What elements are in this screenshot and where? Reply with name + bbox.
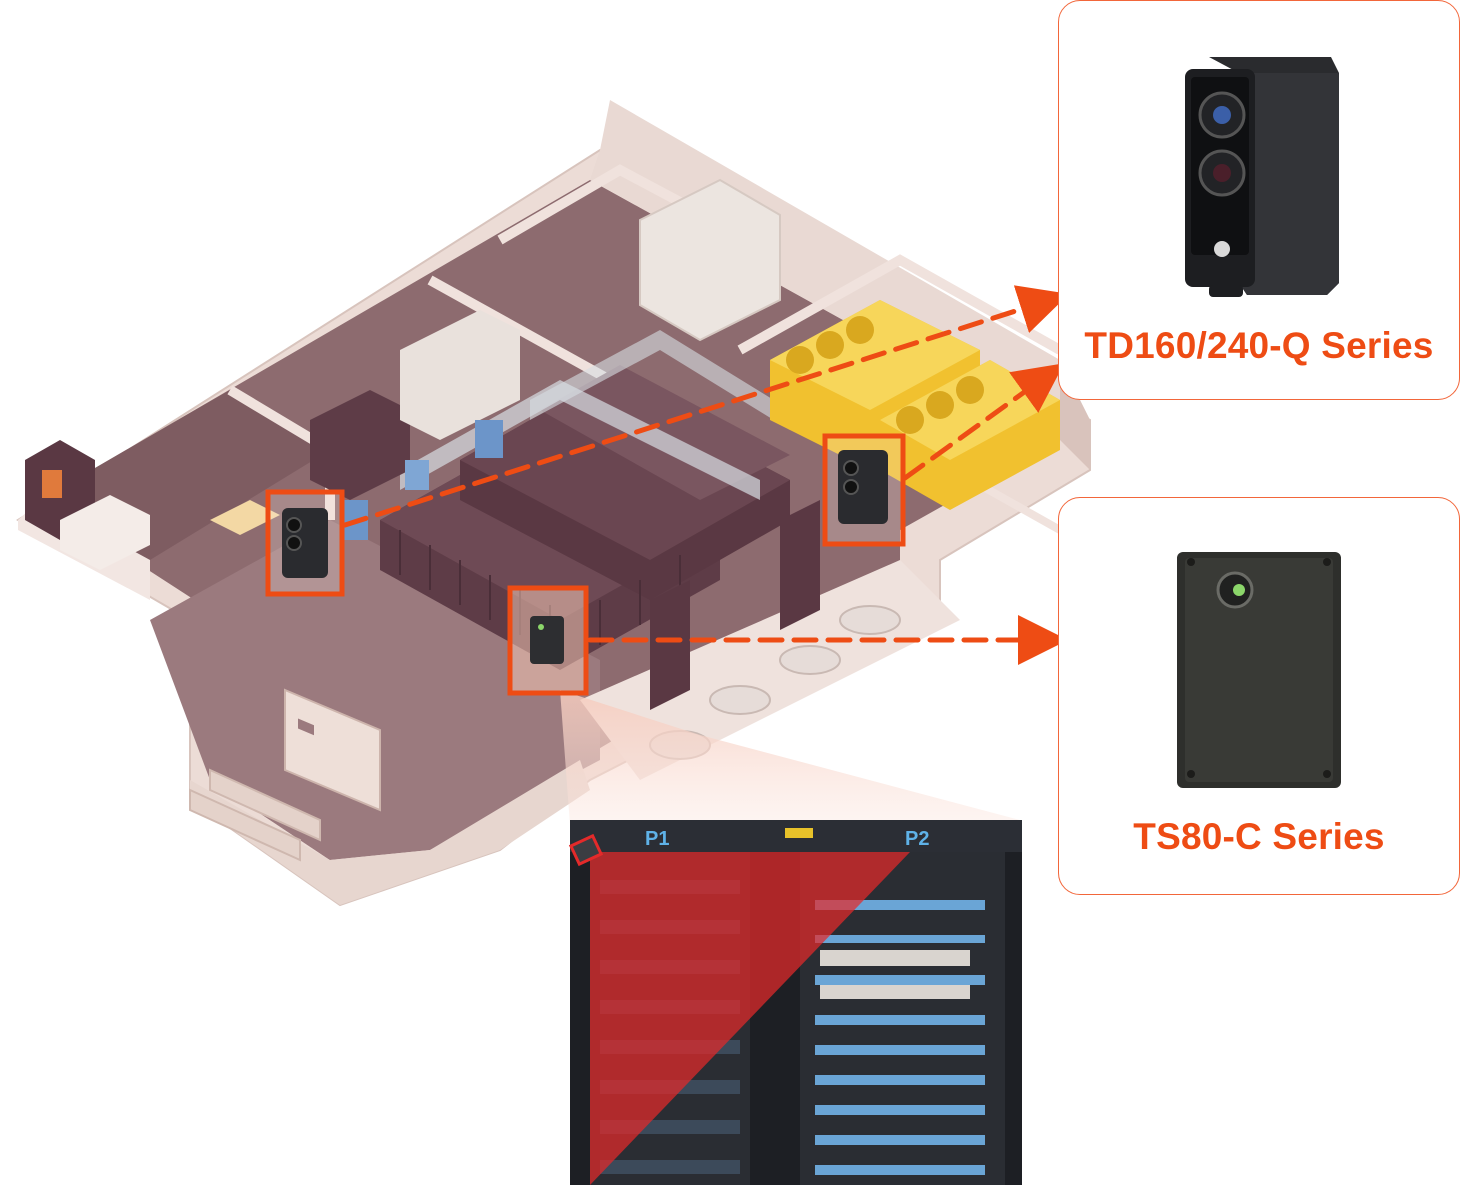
dual-lens-sensor-icon: [1185, 57, 1339, 297]
arrow-left-to-td: [342, 285, 1070, 528]
arrow-right-to-td: [902, 363, 1065, 481]
lounge-furniture: [25, 440, 280, 570]
product-card-ts80-c[interactable]: TS80-C Series: [1058, 497, 1460, 895]
rack-photo: P1 P2: [568, 820, 1022, 1185]
server-rack-rows: [310, 178, 820, 710]
single-lens-sensor-icon: [1177, 552, 1341, 788]
rack-label-p1: P1: [645, 828, 669, 850]
product-card-td160-240-q[interactable]: TD160/240-Q Series: [1058, 0, 1460, 400]
sensor-marker-left[interactable]: [265, 489, 345, 597]
sensor-coverage-area: [560, 690, 1020, 825]
product-label-td: TD160/240-Q Series: [1084, 325, 1434, 366]
sensor-marker-bottom[interactable]: [507, 585, 589, 696]
product-label-ts: TS80-C Series: [1133, 816, 1385, 857]
rack-label-p2: P2: [905, 828, 929, 850]
sensor-marker-right[interactable]: [822, 433, 906, 547]
connector-arrows: [342, 285, 1070, 665]
